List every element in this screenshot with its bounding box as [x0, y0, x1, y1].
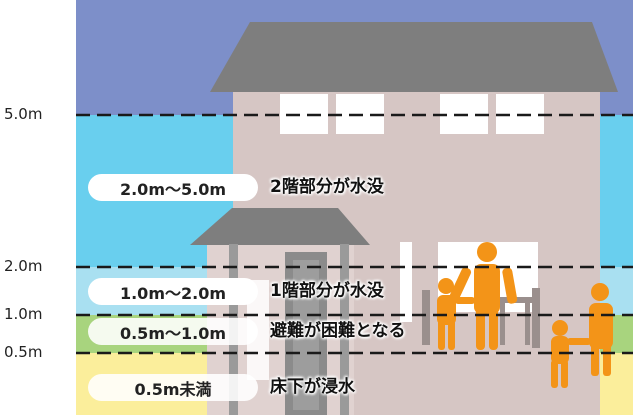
range-pill-1m-2m: 1.0m〜2.0m — [88, 278, 258, 305]
zone-description-under-0-5m: 床下が浸水 — [270, 377, 355, 397]
level-label-5m: 5.0m — [4, 105, 43, 123]
family-icon — [437, 242, 613, 388]
range-pill-under-0-5m: 0.5m未満 — [88, 374, 258, 401]
zone-description-2m-5m: 2階部分が水没 — [270, 177, 384, 197]
level-lines — [76, 113, 633, 355]
level-label-0-5m: 0.5m — [4, 343, 43, 361]
level-label-2m: 2.0m — [4, 257, 43, 275]
house-icon — [190, 22, 618, 415]
range-pill-0-5m-1m: 0.5m〜1.0m — [88, 318, 258, 345]
zone-description-0-5m-1m: 避難が困難となる — [270, 321, 406, 341]
level-label-1m: 1.0m — [4, 305, 43, 323]
range-pill-2m-5m: 2.0m〜5.0m — [88, 174, 258, 201]
zone-description-1m-2m: 1階部分が水没 — [270, 281, 384, 301]
